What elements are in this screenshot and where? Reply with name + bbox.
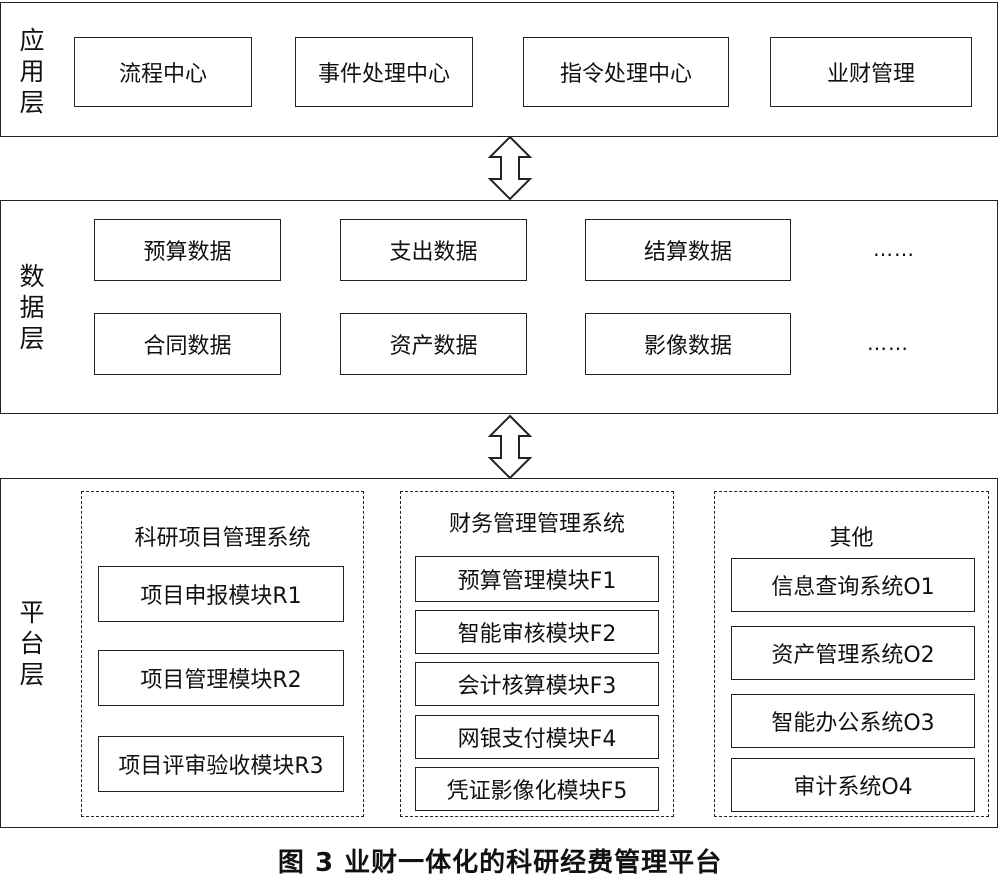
module-f4: 网银支付模块F4 — [415, 715, 659, 759]
system-o1: 信息查询系统O1 — [731, 558, 975, 612]
module-f3: 会计核算模块F3 — [415, 662, 659, 706]
data-item-asset: 资产数据 — [340, 313, 527, 375]
data-layer: 数据层 预算数据 支出数据 结算数据 …… 合同数据 资产数据 影像数据 …… — [0, 200, 998, 414]
system-o3: 智能办公系统O3 — [731, 694, 975, 748]
data-item-budget: 预算数据 — [94, 219, 281, 281]
data-layer-label: 数据层 — [19, 262, 45, 353]
data-item-image: 影像数据 — [585, 313, 791, 375]
group-title: 科研项目管理系统 — [134, 526, 311, 551]
app-item-business-finance: 业财管理 — [770, 37, 972, 107]
module-f2: 智能审核模块F2 — [415, 610, 659, 654]
data-row1-ellipsis: …… — [873, 237, 915, 261]
module-f1: 预算管理模块F1 — [415, 556, 659, 602]
platform-layer-label: 平台层 — [19, 598, 45, 689]
double-arrow-icon — [488, 135, 532, 201]
group-title: 其他 — [829, 526, 874, 551]
data-row2-ellipsis: …… — [867, 331, 909, 355]
data-item-contract: 合同数据 — [94, 313, 281, 375]
group-research-project-system: 科研项目管理系统 项目申报模块R1 项目管理模块R2 项目评审验收模块R3 — [81, 491, 364, 817]
module-f5: 凭证影像化模块F5 — [415, 767, 659, 811]
application-layer: 应用层 流程中心 事件处理中心 指令处理中心 业财管理 — [0, 2, 998, 137]
group-title: 财务管理管理系统 — [448, 512, 625, 537]
data-item-settlement: 结算数据 — [585, 219, 791, 281]
system-o4: 审计系统O4 — [731, 758, 975, 812]
platform-layer: 平台层 科研项目管理系统 项目申报模块R1 项目管理模块R2 项目评审验收模块R… — [0, 478, 998, 828]
app-item-command-center: 指令处理中心 — [523, 37, 729, 107]
double-arrow-icon — [488, 414, 532, 480]
module-r2: 项目管理模块R2 — [98, 650, 344, 706]
system-o2: 资产管理系统O2 — [731, 626, 975, 680]
group-finance-system: 财务管理管理系统 预算管理模块F1 智能审核模块F2 会计核算模块F3 网银支付… — [400, 491, 674, 817]
group-other-systems: 其他 信息查询系统O1 资产管理系统O2 智能办公系统O3 审计系统O4 — [714, 491, 989, 817]
module-r1: 项目申报模块R1 — [98, 566, 344, 622]
application-layer-label: 应用层 — [19, 26, 45, 117]
data-item-expenditure: 支出数据 — [340, 219, 527, 281]
figure-caption: 图 3 业财一体化的科研经费管理平台 — [277, 848, 723, 878]
app-item-process-center: 流程中心 — [74, 37, 252, 107]
module-r3: 项目评审验收模块R3 — [98, 736, 344, 792]
app-item-event-center: 事件处理中心 — [295, 37, 473, 107]
